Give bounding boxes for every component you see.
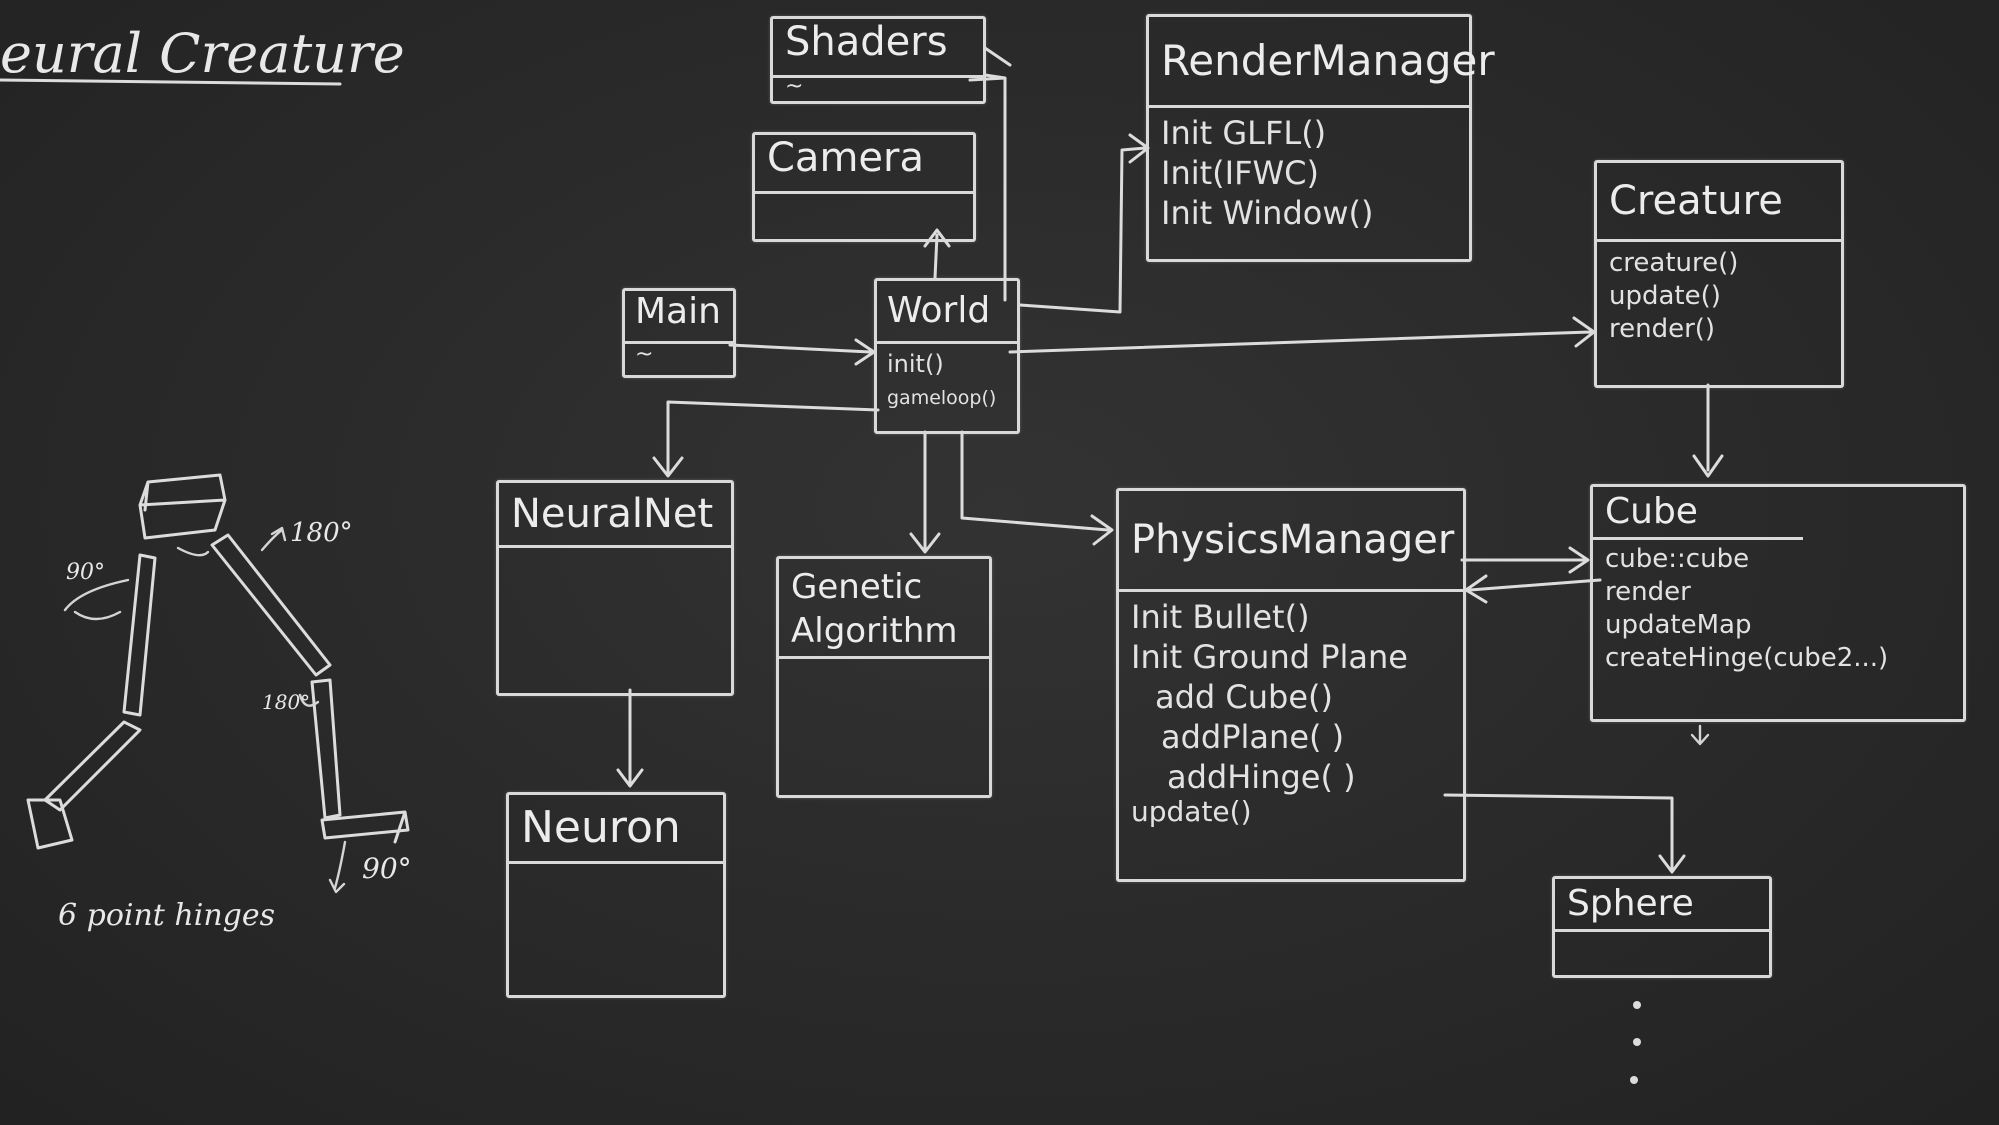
class-method: updateMap	[1605, 610, 1752, 640]
sketch-angle-label: 180°	[290, 518, 353, 548]
arrow-world-to-shaders	[968, 46, 1012, 302]
class-name-shaders: Shaders	[773, 19, 983, 78]
class-methods-physics-manager: Init Bullet() Init Ground Plane add Cube…	[1131, 597, 1459, 879]
class-name-neuralnet: NeuralNet	[499, 483, 731, 548]
class-method: addPlane( )	[1161, 718, 1345, 756]
class-box-shaders: Shaders ~	[770, 16, 986, 104]
class-method: Init Ground Plane	[1131, 638, 1408, 676]
class-methods-main: ~	[635, 341, 729, 375]
arrow-world-to-physics	[960, 430, 1114, 546]
class-method: Init Bullet()	[1131, 598, 1310, 636]
sketch-left-foot	[26, 798, 74, 850]
arrow-world-to-genetic	[909, 430, 941, 554]
sketch-right-lower-leg	[310, 678, 342, 820]
class-name-genetic-algorithm: Genetic Algorithm	[779, 559, 989, 659]
arrow-physics-to-sphere	[1443, 793, 1686, 874]
sketch-angle-arc-right	[260, 526, 287, 552]
class-box-physics-manager: PhysicsManager Init Bullet() Init Ground…	[1116, 488, 1466, 882]
sketch-caption: 6 point hinges	[58, 898, 275, 933]
arrow-neuralnet-to-neuron	[616, 688, 644, 788]
sketch-angle-arc-foot	[328, 840, 347, 894]
class-name-render-manager: RenderManager	[1149, 17, 1495, 108]
arrow-creature-to-cube	[1692, 383, 1724, 478]
class-box-neuron: Neuron	[506, 792, 726, 998]
class-box-camera: Camera	[752, 132, 976, 242]
title-underline	[0, 78, 342, 86]
class-method: ~	[635, 342, 654, 367]
sketch-left-upper-leg	[122, 553, 157, 717]
sketch-body-block	[138, 473, 227, 540]
class-methods-world: init() gameloop()	[887, 347, 1013, 431]
class-method: init()	[887, 350, 944, 378]
class-method: update()	[1609, 281, 1721, 311]
class-box-cube: Cube cube::cube render updateMap createH…	[1590, 484, 1966, 722]
class-methods-cube: cube::cube render updateMap createHinge(…	[1605, 543, 1959, 719]
class-method: addHinge( )	[1167, 758, 1356, 796]
class-name-camera: Camera	[755, 135, 973, 194]
class-name-neuron: Neuron	[509, 795, 723, 864]
board-title: eural Creature	[0, 22, 405, 85]
class-method: Init(IFWC)	[1161, 154, 1319, 192]
arrow-cube-to-physics	[1464, 574, 1602, 604]
ellipsis-dot	[1633, 1001, 1641, 1009]
arrow-world-to-render-manager	[1018, 133, 1150, 314]
class-box-render-manager: RenderManager Init GLFL() Init(IFWC) Ini…	[1146, 14, 1495, 262]
class-method: update()	[1131, 795, 1252, 828]
class-name-main: Main	[625, 291, 733, 344]
sketch-left-lower-leg	[43, 720, 142, 812]
creature-sketch-drawing	[26, 473, 410, 894]
arrow-world-to-creature	[1008, 316, 1596, 354]
sketch-angle-label: 90°	[362, 852, 412, 885]
class-name-world: World	[877, 281, 1017, 344]
sketch-angle-label: 90°	[66, 560, 105, 585]
class-box-main: Main ~	[622, 288, 736, 378]
class-method: render	[1605, 577, 1691, 607]
class-methods-shaders: ~	[785, 75, 979, 101]
ellipsis-dot	[1633, 1038, 1641, 1046]
class-method: creature()	[1609, 248, 1739, 278]
class-method: gameloop()	[887, 387, 997, 409]
sketch-angle-arc-hip	[176, 546, 210, 557]
sketch-angle-arc-knee	[298, 693, 320, 707]
class-method: render()	[1609, 314, 1716, 344]
sketch-angle-arc-left	[63, 578, 130, 621]
class-methods-creature: creature() update() render()	[1609, 247, 1837, 385]
class-methods-render-manager: Init GLFL() Init(IFWC) Init Window()	[1161, 113, 1465, 259]
arrow-physics-to-cube	[1460, 546, 1590, 574]
class-name-sphere: Sphere	[1555, 879, 1769, 932]
class-method: add Cube()	[1155, 678, 1333, 716]
class-box-creature: Creature creature() update() render()	[1594, 160, 1844, 388]
class-name-cube: Cube	[1593, 487, 1803, 540]
ellipsis-dot	[1630, 1076, 1638, 1084]
sketch-right-upper-leg	[210, 533, 332, 677]
class-box-sphere: Sphere	[1552, 876, 1772, 978]
class-method: createHinge(cube2...)	[1605, 643, 1889, 673]
class-method: cube::cube	[1605, 544, 1750, 574]
sketch-angle-label: 180°	[262, 690, 311, 714]
sketch-right-foot	[320, 810, 410, 844]
arrow-cube-down	[1690, 724, 1710, 746]
arrow-world-to-neuralnet	[652, 400, 880, 478]
class-method: Init GLFL()	[1161, 114, 1327, 152]
class-name-physics-manager: PhysicsManager	[1119, 491, 1463, 592]
class-box-genetic-algorithm: Genetic Algorithm	[776, 556, 992, 798]
class-box-neuralnet: NeuralNet	[496, 480, 734, 696]
arrow-main-to-world	[728, 338, 876, 366]
class-method: Init Window()	[1161, 194, 1374, 232]
class-name-creature: Creature	[1597, 163, 1841, 242]
class-box-world: World init() gameloop()	[874, 278, 1020, 434]
class-method: ~	[785, 74, 804, 99]
